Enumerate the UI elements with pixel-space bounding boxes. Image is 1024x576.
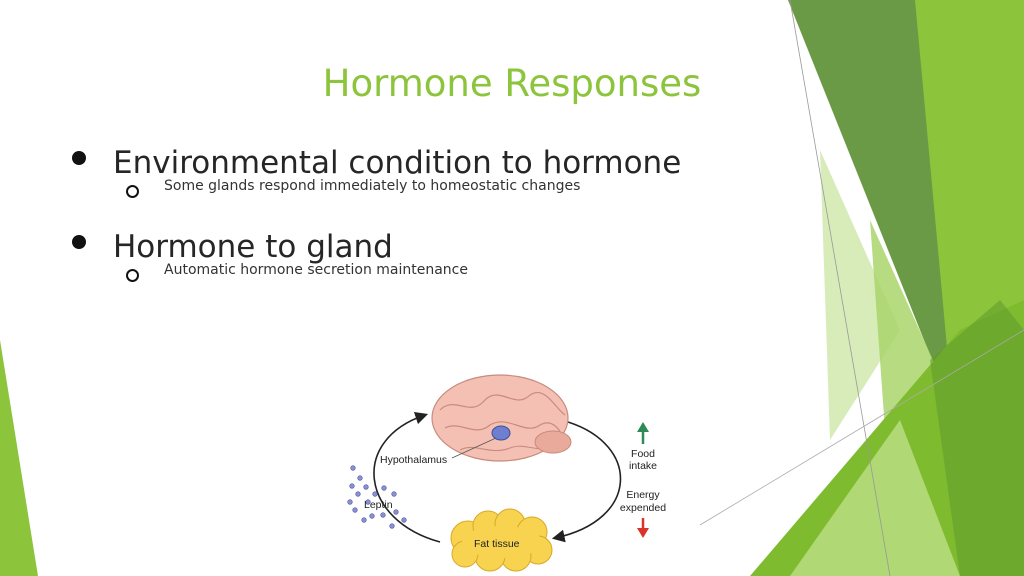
hypothalamus-pointer (451, 437, 497, 459)
bg-left-sliver (0, 340, 38, 576)
bg-triangle-lower-light (790, 420, 960, 576)
bg-triangle-deep (930, 300, 1024, 576)
slide-title: Hormone Responses (0, 62, 1024, 105)
brain-image (431, 374, 572, 462)
food-label-line1: Food (631, 448, 655, 460)
bullet-list: Environmental condition to hormone Some … (72, 140, 752, 308)
sub-bullet-ring (126, 269, 139, 282)
fat-tissue-image (450, 508, 553, 572)
sub-bullet-ring (126, 185, 139, 198)
energy-label-line2: expended (620, 502, 666, 514)
sub-bullet-text: Automatic hormone secretion maintenance (164, 262, 468, 278)
bullet-item: Hormone to gland (72, 224, 752, 270)
bullet-dot (72, 235, 86, 249)
leptin-dots (347, 465, 407, 529)
bullet-item: Environmental condition to hormone (72, 140, 752, 186)
leptin-label: Leptin (364, 499, 393, 511)
bullet-text: Environmental condition to hormone (113, 145, 682, 181)
leptin-feedback-diagram: Hypothalamus Leptin Fat tissue Food inta… (347, 374, 666, 572)
cycle-arrow-left (373, 411, 441, 543)
energy-label-line1: Energy (626, 489, 660, 501)
hypothalamus-label: Hypothalamus (380, 454, 447, 466)
sub-bullet-item: Automatic hormone secretion maintenance (72, 262, 752, 308)
down-arrow-icon (637, 518, 649, 538)
slide-title-text: Hormone Responses (322, 62, 702, 105)
bg-line-1 (789, 0, 891, 576)
hypothalamus-region (491, 425, 511, 441)
bg-line-2 (699, 329, 1024, 526)
bg-triangle-pale (820, 150, 900, 440)
bullet-dot (72, 151, 86, 165)
cycle-arrow-right (551, 421, 622, 543)
up-arrow-icon (637, 422, 649, 444)
fat-tissue-label: Fat tissue (474, 538, 520, 550)
sub-bullet-text: Some glands respond immediately to homeo… (164, 178, 581, 194)
bullet-text: Hormone to gland (113, 229, 393, 265)
sub-bullet-item: Some glands respond immediately to homeo… (72, 178, 752, 224)
food-label-line2: intake (629, 460, 657, 472)
